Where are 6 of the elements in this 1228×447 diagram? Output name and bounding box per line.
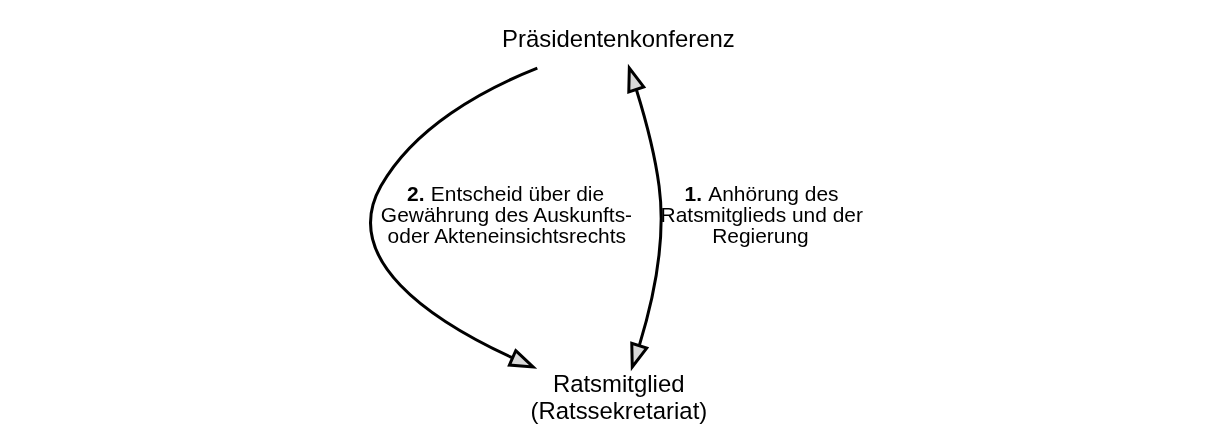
arrow — [627, 63, 663, 372]
edge-label: 1. Anhörung des Ratsmitglieds und der Regierung — [660, 182, 863, 248]
arrow — [369, 66, 538, 369]
node-text: Ratsmitglied (Ratssekretariat) — [530, 370, 708, 425]
node-text: Präsidentenkonferenz — [502, 24, 735, 52]
edge-label: 2. Entscheid über die Gewährung des Auskunfts- oder Akteneinsichtsrechts — [380, 182, 633, 248]
